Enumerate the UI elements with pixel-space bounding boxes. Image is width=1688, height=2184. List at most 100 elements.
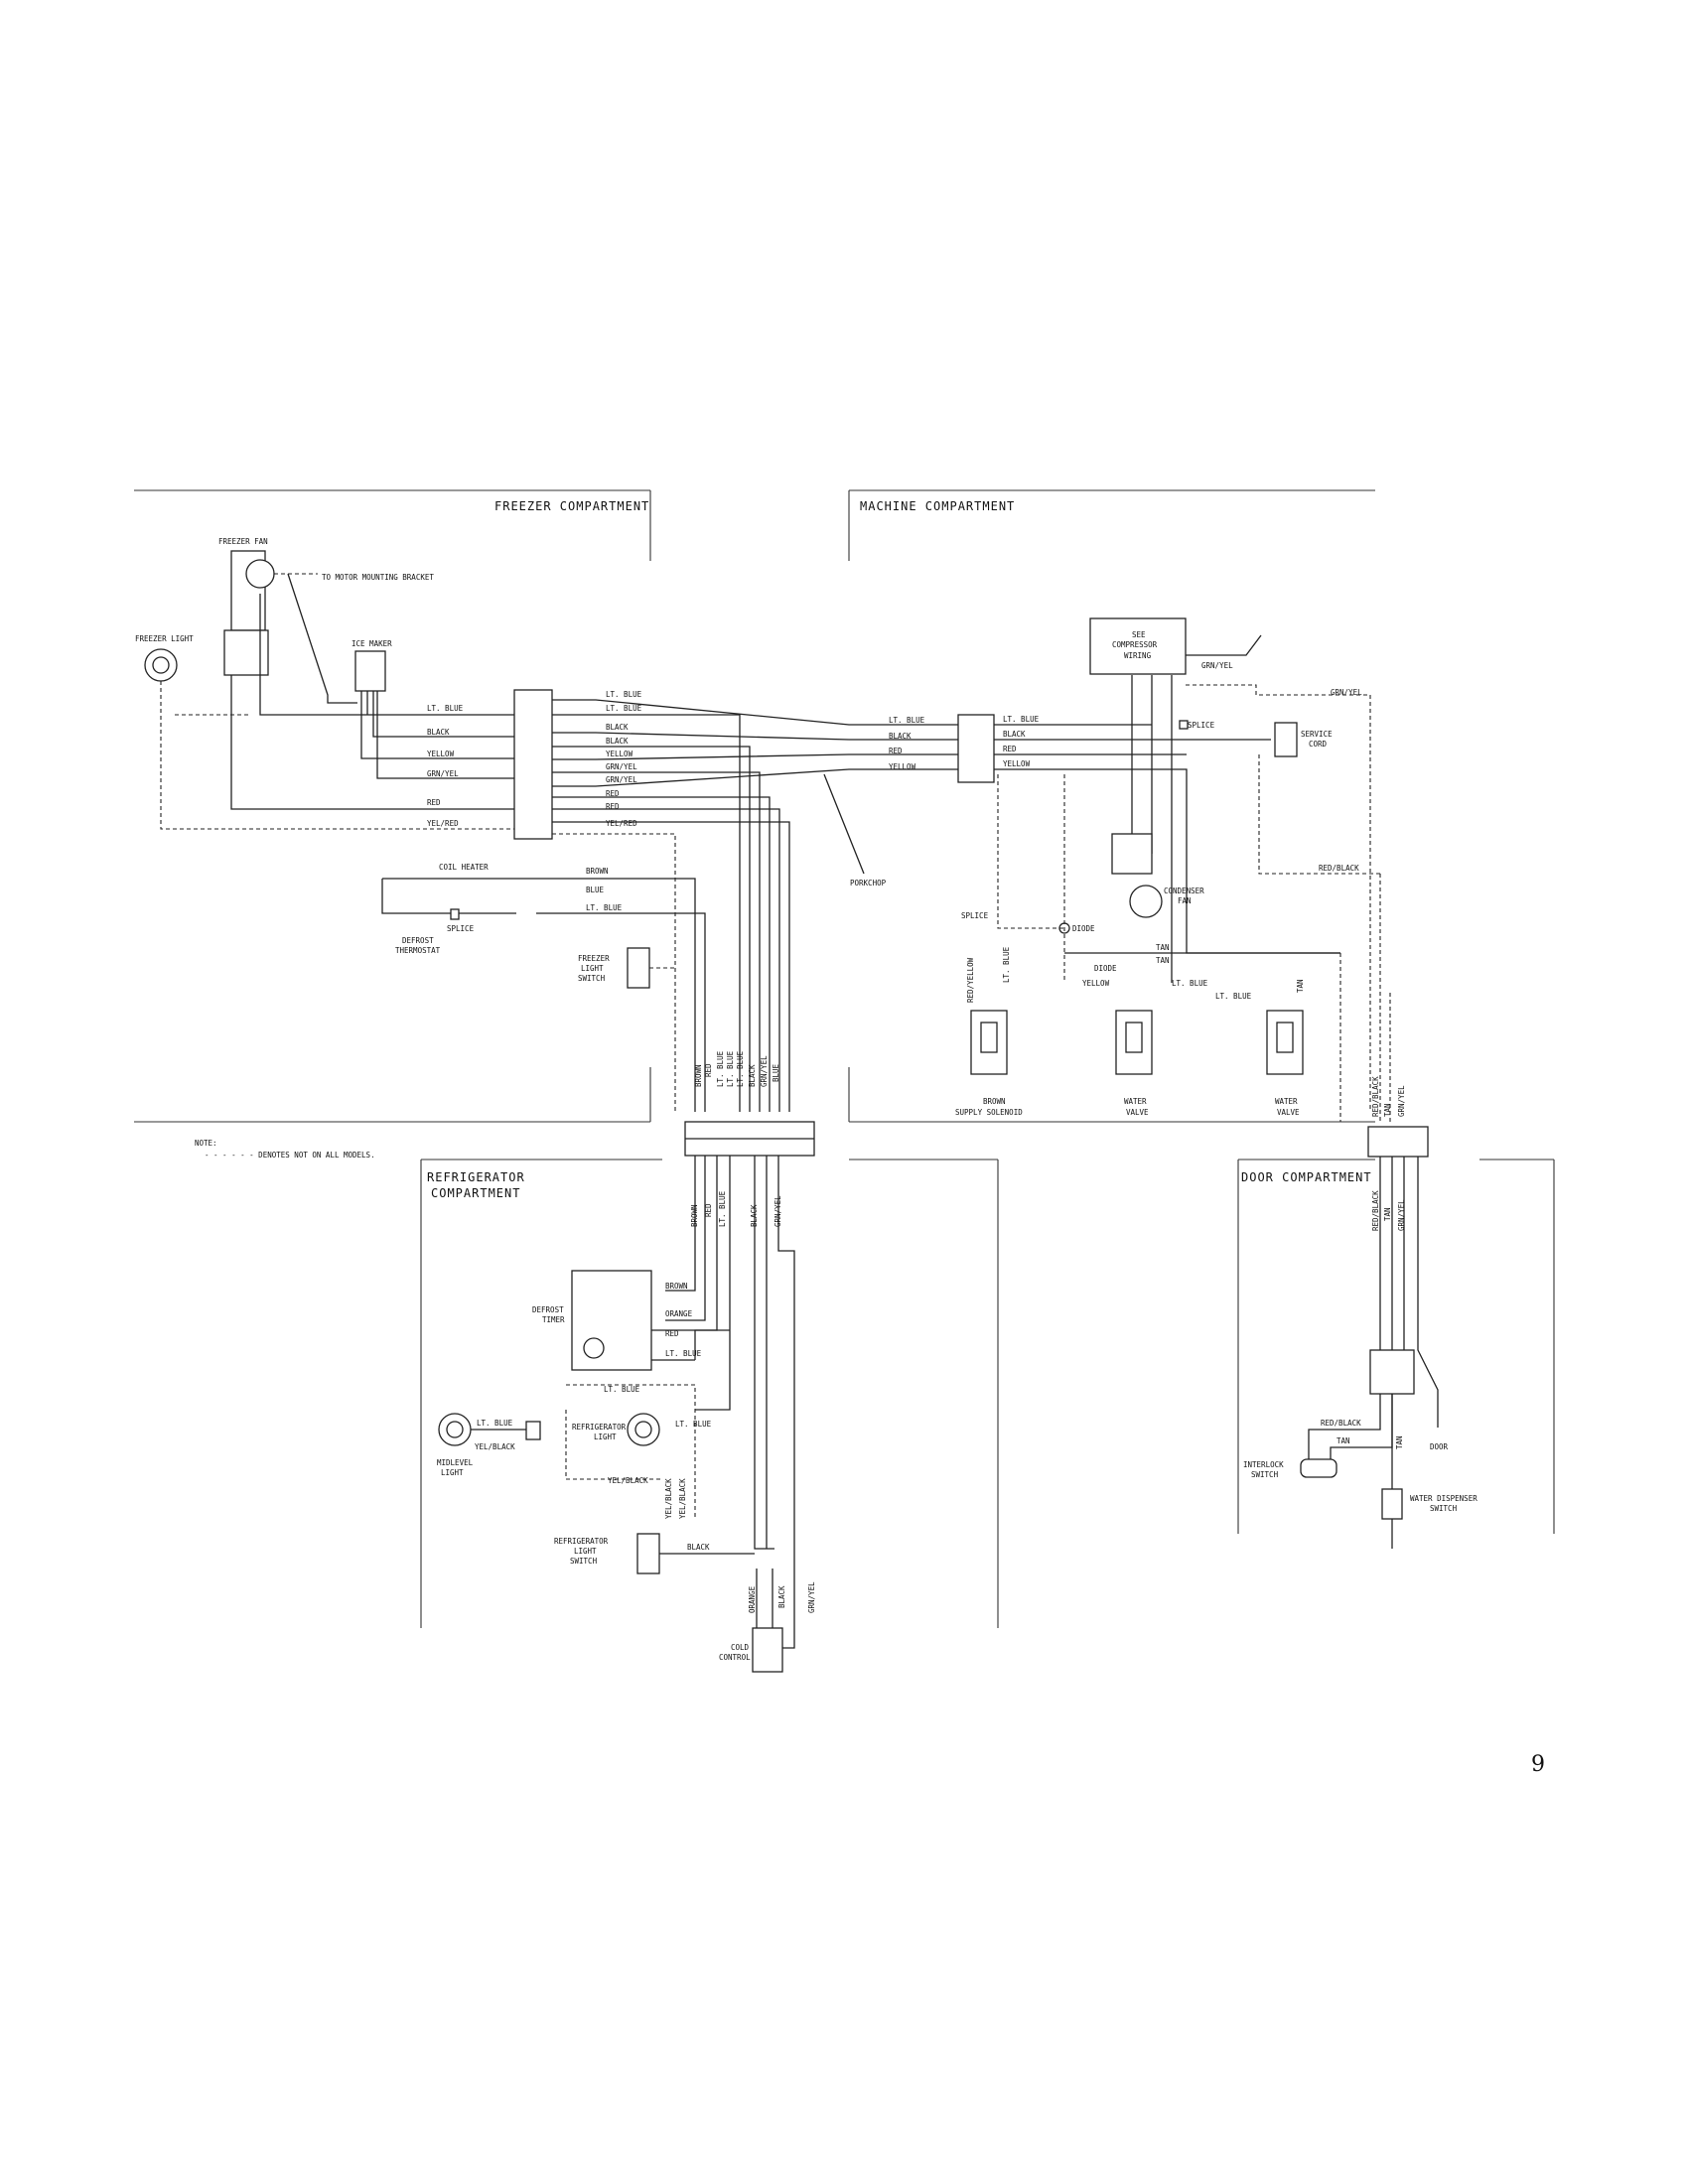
cold-control-label-2: CONTROL	[719, 1653, 751, 1662]
svg-text:BLACK: BLACK	[750, 1204, 759, 1227]
door-wires	[1379, 1157, 1439, 1428]
wire-label-black-rls: BLACK	[687, 1543, 710, 1552]
wire-label-brown-timer: BROWN	[665, 1282, 688, 1291]
defrost-timer-label-1: DEFROST	[532, 1305, 564, 1314]
coil-heater-label: COIL HEATER	[439, 863, 489, 872]
wire-label-ltblue-ml: LT. BLUE	[477, 1419, 513, 1428]
defrost-timer	[571, 1270, 652, 1371]
interlock-switch	[1300, 1458, 1337, 1478]
refrigerator-light-label-1: REFRIGERATOR	[572, 1423, 627, 1432]
wire-label-ltblue-m3: LT. BLUE	[1215, 992, 1252, 1001]
wire-label-orange-timer: ORANGE	[665, 1309, 693, 1318]
freezer-light-switch	[627, 947, 650, 989]
freezer-light-switch-label-3: SWITCH	[578, 974, 606, 983]
svg-text:YEL/BLACK: YEL/BLACK	[664, 1478, 673, 1519]
wire-label-ltblue-left: LT. BLUE	[889, 716, 925, 725]
wire-label-ltblue-timer: LT. BLUE	[665, 1349, 702, 1358]
wire-label-grnyel-m1: GRN/YEL	[1201, 661, 1233, 670]
door-inner-connector	[1369, 1349, 1415, 1395]
svg-text:TAN: TAN	[1383, 1207, 1392, 1221]
motor-bracket-label: TO MOTOR MOUNTING BRACKET	[322, 573, 434, 582]
wire-label-yelblack-rl: YEL/BLACK	[608, 1476, 648, 1485]
refrigerator-light-switch-label-1: REFRIGERATOR	[554, 1537, 609, 1546]
svg-text:BROWN: BROWN	[690, 1204, 699, 1227]
water-dispenser-switch-label-2: SWITCH	[1430, 1504, 1458, 1513]
door-compartment-frame	[1237, 1159, 1555, 1534]
wire-label-ltblue-m2: LT. BLUE	[1172, 979, 1208, 988]
svg-text:RED: RED	[704, 1203, 713, 1217]
svg-text:TAN: TAN	[1383, 1103, 1392, 1117]
freezer-light-label: FREEZER LIGHT	[135, 634, 194, 643]
supply-solenoid-label-1: BROWN	[983, 1097, 1006, 1106]
splice-machine-label: SPLICE	[1188, 721, 1215, 730]
cold-control-label-1: COLD	[731, 1643, 750, 1652]
midlevel-light-label-1: MIDLEVEL	[437, 1458, 474, 1467]
defrost-thermostat-label-2: THERMOSTAT	[395, 946, 441, 955]
midlevel-light-label-2: LIGHT	[441, 1468, 464, 1477]
refrigerator-light-switch	[636, 1533, 660, 1574]
wire-label-yellow-m2: YELLOW	[1082, 979, 1110, 988]
door-compartment-title: DOOR COMPARTMENT	[1241, 1170, 1372, 1184]
splice-machine-box	[1179, 720, 1189, 730]
machine-compartment-title: MACHINE COMPARTMENT	[860, 499, 1015, 513]
wire-label-black-m: BLACK	[1003, 730, 1026, 739]
freezer-right-wires	[552, 699, 963, 1112]
refrigerator-light-switch-label-2: LIGHT	[574, 1547, 597, 1556]
freezer-fan-motor	[245, 559, 275, 589]
wire-label-tan-m2: TAN	[1156, 956, 1170, 965]
wire-label-red-left: RED	[889, 747, 903, 755]
water-valve-2-label-2: VALVE	[1277, 1108, 1300, 1117]
coil-heater-wires	[381, 878, 706, 1112]
diode-label-1: DIODE	[1072, 924, 1095, 933]
wire-label-ltblue-m: LT. BLUE	[1003, 715, 1040, 724]
machine-compartment-frame	[848, 489, 1375, 1123]
freezer-light-switch-label-2: LIGHT	[581, 964, 604, 973]
svg-text:TAN: TAN	[1296, 979, 1305, 993]
compressor-label-2: COMPRESSOR	[1112, 640, 1158, 649]
svg-text:LT. BLUE: LT. BLUE	[716, 1050, 725, 1087]
refrigerator-light-switch-label-3: SWITCH	[570, 1557, 598, 1566]
water-dispenser-switch-label-1: WATER DISPENSER	[1410, 1494, 1477, 1503]
svg-text:BROWN: BROWN	[694, 1064, 703, 1087]
freezer-compartment-title: FREEZER COMPARTMENT	[494, 499, 649, 513]
svg-text:GRN/YEL: GRN/YEL	[760, 1055, 769, 1087]
ice-maker-block	[354, 650, 386, 692]
machine-to-door-wires	[1339, 874, 1391, 1122]
condenser-fan-label-2: FAN	[1178, 896, 1192, 905]
midlevel-light-connector	[525, 1421, 541, 1440]
compressor-label-1: SEE	[1132, 630, 1146, 639]
wire-label-black-f2: BLACK	[606, 723, 629, 732]
supply-solenoid-label-2: SUPPLY SOLENOID	[955, 1108, 1023, 1117]
refrigerator-bundle-wires	[665, 1156, 795, 1550]
svg-text:LT. BLUE: LT. BLUE	[1002, 946, 1011, 983]
wire-label-ltblue-rl2: LT. BLUE	[675, 1420, 712, 1429]
wire-label-yelblack-ml: YEL/BLACK	[475, 1442, 515, 1451]
wire-label-yellow-f1: YELLOW	[427, 750, 455, 758]
water-valve-1-label-2: VALVE	[1126, 1108, 1149, 1117]
service-cord-label-1: SERVICE	[1301, 730, 1333, 739]
freezer-main-connector	[513, 689, 553, 840]
svg-text:LT. BLUE: LT. BLUE	[736, 1050, 745, 1087]
ice-maker-label: ICE MAKER	[352, 639, 392, 648]
refrigerator-compartment-title-1: REFRIGERATOR	[427, 1170, 525, 1184]
wire-label-ltblue-f1: LT. BLUE	[427, 704, 464, 713]
wire-label-red-f1: RED	[427, 798, 441, 807]
svg-text:TAN: TAN	[1395, 1435, 1404, 1449]
service-cord-plug	[1274, 722, 1298, 757]
compressor-label-3: WIRING	[1124, 651, 1152, 660]
diode-label-2: DIODE	[1094, 964, 1117, 973]
water-dispenser-switch	[1381, 1488, 1403, 1520]
svg-text:YEL/BLACK: YEL/BLACK	[678, 1478, 687, 1519]
wire-label-yellow-left: YELLOW	[889, 762, 916, 771]
service-cord-label-2: CORD	[1309, 740, 1328, 749]
condenser-fan-motor	[1129, 885, 1163, 918]
cold-control	[752, 1627, 783, 1673]
note-text: - - - - - - DENOTES NOT ON ALL MODELS.	[205, 1151, 375, 1160]
machine-connector	[957, 714, 995, 783]
condenser-fan-connector	[1111, 833, 1153, 875]
svg-text:RED: RED	[704, 1063, 713, 1077]
wire-label-tan-m1: TAN	[1156, 943, 1170, 952]
wire-label-grnyel-f3: GRN/YEL	[606, 775, 637, 784]
svg-text:GRN/YEL: GRN/YEL	[807, 1581, 816, 1613]
